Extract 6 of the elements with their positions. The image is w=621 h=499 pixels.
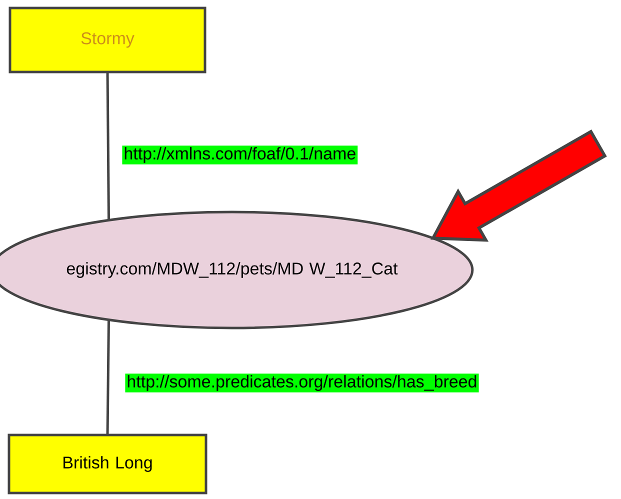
connector-line	[106, 72, 110, 220]
edge-label: http://xmlns.com/foaf/0.1/name	[122, 146, 358, 164]
edge-label: http://some.predicates.org/relations/has_breed	[125, 374, 479, 392]
literal-box: British Long	[8, 434, 208, 494]
connector-line	[106, 320, 110, 436]
literal-box: Stormy	[8, 6, 206, 74]
